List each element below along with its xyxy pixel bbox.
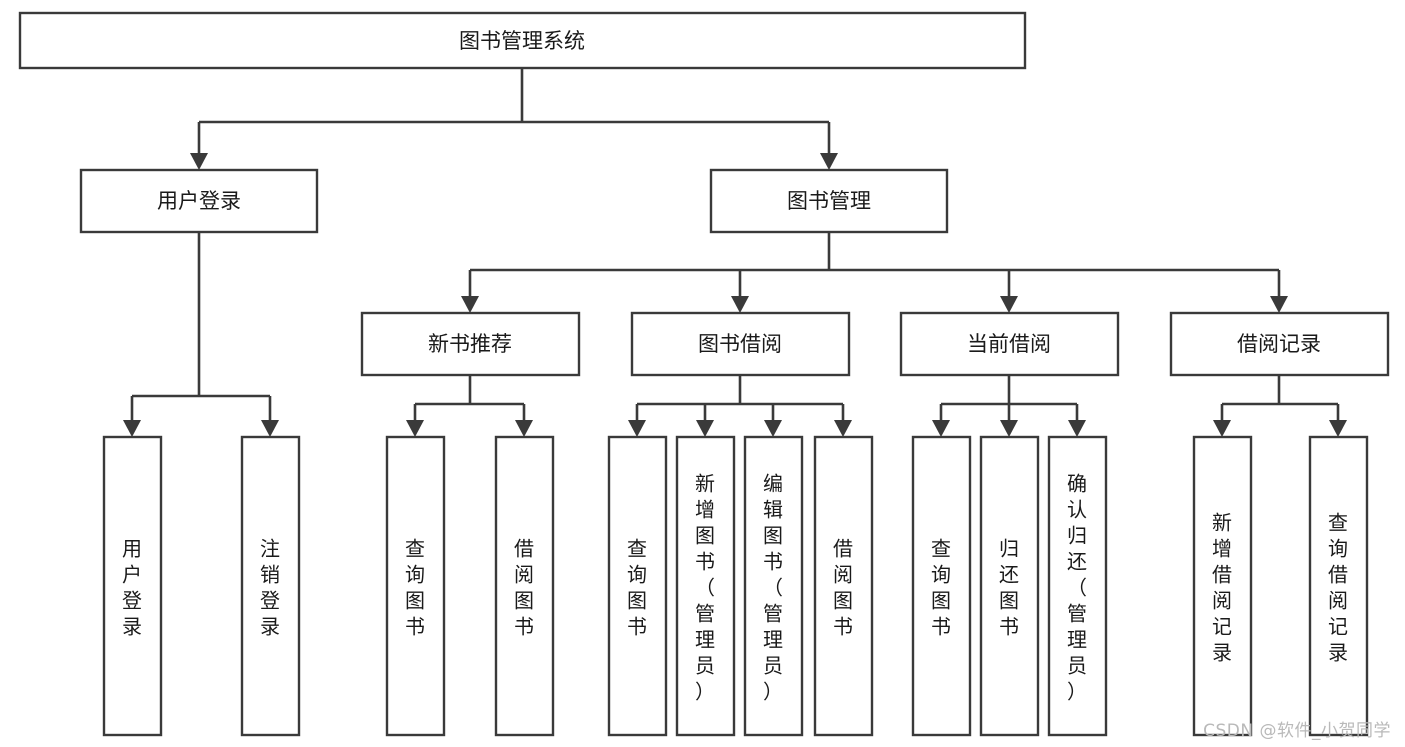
leaf-node-bb-borrow-book[interactable]: 借阅图书 xyxy=(813,435,874,737)
leaf-node-user-login-box[interactable] xyxy=(102,435,163,737)
leaf-node-nbr-query-book-label: 查询图书 xyxy=(405,536,425,638)
leaf-node-bb-edit-book[interactable]: 编辑图书（管理员） xyxy=(743,435,804,737)
connector-group-borrow-record xyxy=(1213,375,1347,437)
leaf-node-bb-query-book[interactable]: 查询图书 xyxy=(607,435,668,737)
arrow-bm-c4 xyxy=(1270,296,1288,313)
arrow-cb-l2 xyxy=(1000,420,1018,437)
node-book-management-box[interactable] xyxy=(709,168,949,234)
node-book-management[interactable]: 图书管理 xyxy=(709,168,949,234)
leaf-node-bb-add-book-label: 新增图书（管理员） xyxy=(695,471,715,703)
arrow-bm-c3 xyxy=(1000,296,1018,313)
node-book-borrow-box[interactable] xyxy=(630,311,851,377)
node-borrow-record-label: 借阅记录 xyxy=(1237,332,1321,356)
arrow-br-l2 xyxy=(1329,420,1347,437)
node-current-borrow-box[interactable] xyxy=(899,311,1120,377)
connector-group-root xyxy=(190,68,838,170)
arrow-nbr-l1 xyxy=(406,420,424,437)
leaf-node-nbr-borrow-book-label: 借阅图书 xyxy=(514,536,534,638)
leaf-node-logout[interactable]: 注销登录 xyxy=(240,435,301,737)
arrow-cb-l1 xyxy=(932,420,950,437)
node-borrow-record-box[interactable] xyxy=(1169,311,1390,377)
connector-group-book-mgmt xyxy=(461,232,1288,313)
arrow-br-l1 xyxy=(1213,420,1231,437)
leaf-node-bb-borrow-book-label: 借阅图书 xyxy=(833,536,853,638)
leaf-node-nbr-borrow-book-box[interactable] xyxy=(494,435,555,737)
leaf-node-logout-label: 注销登录 xyxy=(260,536,280,638)
arrow-ul-leaf2 xyxy=(261,420,279,437)
node-book-management-label: 图书管理 xyxy=(787,189,871,213)
arrow-ul-leaf1 xyxy=(123,420,141,437)
leaf-node-bb-borrow-book-box[interactable] xyxy=(813,435,874,737)
arrow-bb-l1 xyxy=(628,420,646,437)
leaf-node-bb-query-book-label: 查询图书 xyxy=(627,536,647,638)
connector-group-current-borrow xyxy=(932,375,1086,437)
leaf-node-bb-edit-book-box[interactable] xyxy=(743,435,804,737)
arrow-bb-l4 xyxy=(834,420,852,437)
node-user-login-box[interactable] xyxy=(79,168,319,234)
leaf-node-cb-confirm-return[interactable]: 确认归还（管理员） xyxy=(1047,435,1108,737)
node-new-book-recommend-box[interactable] xyxy=(360,311,581,377)
leaf-node-user-login-label: 用户登录 xyxy=(122,536,142,638)
leaf-node-cb-return-book-label: 归还图书 xyxy=(999,536,1019,638)
leaf-node-nbr-query-book[interactable]: 查询图书 xyxy=(385,435,446,737)
node-borrow-record[interactable]: 借阅记录 xyxy=(1169,311,1390,377)
connector-group-new-book-rec xyxy=(406,375,533,437)
leaf-node-br-query-record-box[interactable] xyxy=(1308,435,1369,737)
connector-group-book-borrow xyxy=(628,375,852,437)
leaf-node-nbr-query-book-box[interactable] xyxy=(385,435,446,737)
node-root-label: 图书管理系统 xyxy=(459,29,585,53)
leaf-node-bb-add-book-box[interactable] xyxy=(675,435,736,737)
watermark-text: CSDN @软件_小贺同学 xyxy=(1203,721,1391,741)
leaf-node-user-login[interactable]: 用户登录 xyxy=(102,435,163,737)
node-current-borrow[interactable]: 当前借阅 xyxy=(899,311,1120,377)
node-current-borrow-label: 当前借阅 xyxy=(967,332,1051,356)
leaf-node-br-add-record-box[interactable] xyxy=(1192,435,1253,737)
leaf-node-cb-query-book-box[interactable] xyxy=(911,435,972,737)
leaf-node-cb-query-book-label: 查询图书 xyxy=(931,536,951,638)
node-user-login-label: 用户登录 xyxy=(157,189,241,213)
leaf-node-cb-query-book[interactable]: 查询图书 xyxy=(911,435,972,737)
node-book-borrow-label: 图书借阅 xyxy=(698,332,782,356)
arrow-bm-c1 xyxy=(461,296,479,313)
leaf-node-bb-edit-book-label: 编辑图书（管理员） xyxy=(763,471,783,703)
node-user-login[interactable]: 用户登录 xyxy=(79,168,319,234)
leaf-node-br-add-record[interactable]: 新增借阅记录 xyxy=(1192,435,1253,737)
leaf-node-bb-add-book[interactable]: 新增图书（管理员） xyxy=(675,435,736,737)
connector-group-user-login xyxy=(123,232,279,437)
arrow-bm-c2 xyxy=(731,296,749,313)
leaf-node-cb-confirm-return-box[interactable] xyxy=(1047,435,1108,737)
leaf-node-nbr-borrow-book[interactable]: 借阅图书 xyxy=(494,435,555,737)
leaf-node-br-add-record-label: 新增借阅记录 xyxy=(1212,510,1232,664)
node-book-borrow[interactable]: 图书借阅 xyxy=(630,311,851,377)
arrow-bb-l3 xyxy=(764,420,782,437)
leaf-node-logout-box[interactable] xyxy=(240,435,301,737)
node-root[interactable]: 图书管理系统 xyxy=(18,11,1027,70)
arrow-cb-l3 xyxy=(1068,420,1086,437)
leaf-node-bb-query-book-box[interactable] xyxy=(607,435,668,737)
node-root-box[interactable] xyxy=(18,11,1027,70)
arrow-bb-l2 xyxy=(696,420,714,437)
leaf-node-br-query-record-label: 查询借阅记录 xyxy=(1328,510,1348,664)
leaf-node-cb-confirm-return-label: 确认归还（管理员） xyxy=(1067,471,1087,703)
leaf-node-cb-return-book[interactable]: 归还图书 xyxy=(979,435,1040,737)
arrow-root-to-book-mgmt xyxy=(820,153,838,170)
leaf-node-br-query-record[interactable]: 查询借阅记录 xyxy=(1308,435,1369,737)
arrow-root-to-user-login xyxy=(190,153,208,170)
arrow-nbr-l2 xyxy=(515,420,533,437)
node-new-book-recommend-label: 新书推荐 xyxy=(428,332,512,356)
leaf-node-cb-return-book-box[interactable] xyxy=(979,435,1040,737)
node-new-book-recommend[interactable]: 新书推荐 xyxy=(360,311,581,377)
